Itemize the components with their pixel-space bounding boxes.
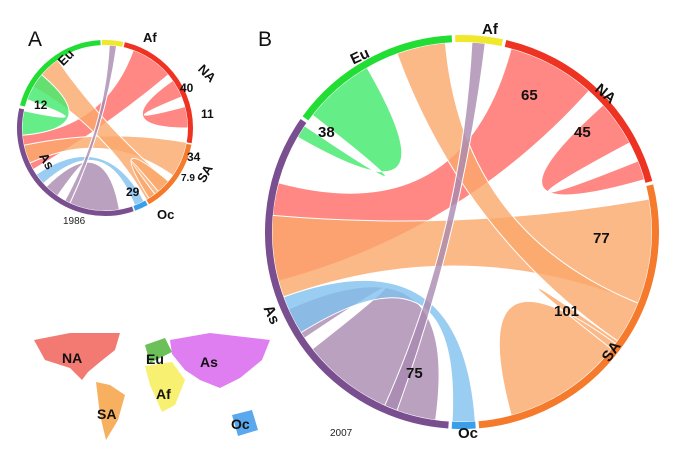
region-arc-af bbox=[101, 40, 124, 47]
region-arc-na bbox=[123, 42, 193, 144]
value-b-na: 65 bbox=[521, 87, 538, 104]
map-region-eu bbox=[145, 338, 172, 363]
label-b-eu: Eu bbox=[348, 45, 373, 69]
world-map: NA Eu As SA Af Oc bbox=[34, 333, 270, 440]
value-a-eu: 12 bbox=[34, 98, 48, 112]
label-b-na: NA bbox=[592, 80, 620, 107]
region-arc-sa bbox=[478, 184, 659, 429]
map-label-as: As bbox=[200, 354, 218, 370]
region-arc-na bbox=[504, 40, 653, 183]
label-a-sa: SA bbox=[194, 161, 216, 185]
region-arc-as bbox=[17, 108, 134, 216]
label-a-na: NA bbox=[195, 61, 219, 85]
map-region-sa bbox=[96, 382, 125, 440]
value-a-na: 40 bbox=[180, 81, 194, 95]
label-a-as: As bbox=[36, 150, 57, 172]
region-arc-sa bbox=[146, 143, 192, 205]
year-b: 2007 bbox=[330, 428, 353, 439]
chord-diagram-1986 bbox=[17, 40, 193, 216]
chord-ribbon bbox=[384, 41, 486, 412]
value-b-sa-sa: 101 bbox=[554, 303, 579, 320]
chord-ribbon bbox=[296, 66, 403, 177]
region-arc-eu bbox=[302, 35, 453, 121]
map-region-as bbox=[170, 333, 270, 388]
panel-label-b: B bbox=[258, 28, 272, 51]
label-b-as: As bbox=[260, 303, 284, 328]
chord-ribbon bbox=[498, 287, 619, 417]
value-b-na-na: 45 bbox=[574, 124, 591, 141]
map-region-af bbox=[145, 362, 185, 412]
label-a-af: Af bbox=[143, 30, 157, 45]
map-label-sa: SA bbox=[97, 406, 116, 422]
chord-ribbon bbox=[35, 155, 145, 207]
map-region-na bbox=[34, 333, 120, 380]
map-region-oc bbox=[232, 410, 258, 436]
value-a-sa: 34 bbox=[187, 150, 201, 164]
map-label-oc: Oc bbox=[231, 416, 250, 432]
year-a: 1986 bbox=[63, 216, 86, 227]
map-label-af: Af bbox=[156, 386, 171, 402]
value-b-eu: 38 bbox=[318, 124, 335, 141]
chord-ribbon bbox=[396, 42, 639, 342]
region-arc-oc bbox=[133, 200, 148, 211]
map-label-na: NA bbox=[62, 350, 82, 366]
chord-ribbon bbox=[142, 79, 189, 129]
value-b-sa: 77 bbox=[593, 230, 610, 247]
chord-ribbon bbox=[45, 161, 120, 212]
region-arc-as bbox=[265, 119, 449, 429]
map-label-eu: Eu bbox=[146, 351, 164, 367]
value-a-as: 29 bbox=[126, 185, 140, 199]
region-arc-af bbox=[455, 35, 503, 47]
chord-diagram-2007 bbox=[265, 35, 659, 429]
value-b-as: 75 bbox=[406, 365, 423, 382]
label-a-oc: Oc bbox=[157, 207, 174, 222]
value-a-sa-sa: 7.9 bbox=[181, 173, 195, 184]
chord-ribbon bbox=[282, 279, 476, 423]
value-a-na-na: 11 bbox=[201, 107, 214, 121]
label-b-af: Af bbox=[482, 21, 499, 38]
chord-ribbon bbox=[21, 73, 70, 136]
chord-ribbon bbox=[541, 104, 646, 196]
label-b-oc: Oc bbox=[458, 425, 478, 442]
region-arc-eu bbox=[19, 40, 101, 107]
chord-ribbon bbox=[64, 44, 118, 204]
panel-label-a: A bbox=[28, 28, 42, 51]
